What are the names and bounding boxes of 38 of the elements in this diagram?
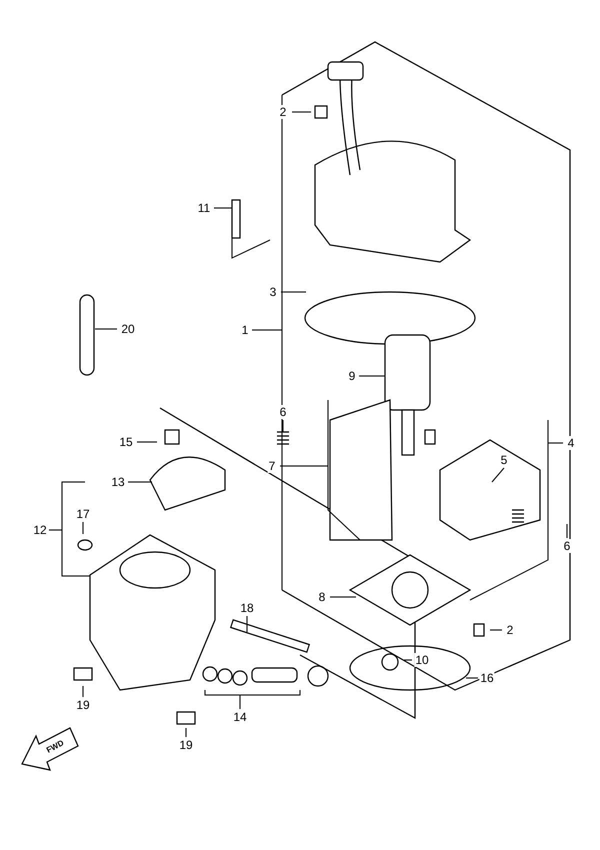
leader-line: [214, 208, 270, 259]
callout-number: 15: [118, 435, 134, 449]
leader-line: [82, 522, 84, 534]
leader-line: [280, 400, 360, 540]
leader-line: [330, 596, 356, 598]
callout-number: 7: [268, 459, 276, 473]
leader-line: [94, 328, 118, 330]
leader-line: [48, 482, 90, 576]
callout-number: 14: [232, 710, 248, 724]
callout-number: 1: [240, 323, 250, 337]
callout-number: 5: [500, 453, 508, 467]
leader-line: [252, 94, 282, 590]
callout-number: 6: [562, 539, 572, 553]
callout-number: 19: [75, 698, 91, 712]
leader-line: [246, 616, 248, 632]
callout-number: 10: [414, 653, 430, 667]
leader-line: [492, 468, 504, 482]
callout-number: 9: [348, 369, 356, 383]
callout-number: 3: [268, 285, 278, 299]
callout-number: 2: [506, 623, 514, 637]
callout-number: 17: [75, 507, 91, 521]
leader-line: [282, 420, 284, 432]
leader-line: [82, 686, 84, 698]
callout-number: 8: [318, 590, 326, 604]
direction-label: FWD: [44, 738, 66, 755]
callout-number: 20: [120, 322, 136, 336]
leader-line: [470, 420, 564, 600]
callout-number: 4: [566, 436, 576, 450]
callout-number: 19: [178, 738, 194, 752]
callout-number: 13: [110, 475, 126, 489]
callout-number: 12: [32, 523, 48, 537]
leader-line: [204, 690, 300, 710]
callout-number: 11: [196, 201, 212, 215]
callout-number: 18: [239, 601, 255, 615]
callout-number: 16: [479, 671, 495, 685]
callout-number: 2: [278, 105, 288, 119]
leader-line: [566, 524, 568, 538]
callout-number: 6: [278, 405, 288, 419]
